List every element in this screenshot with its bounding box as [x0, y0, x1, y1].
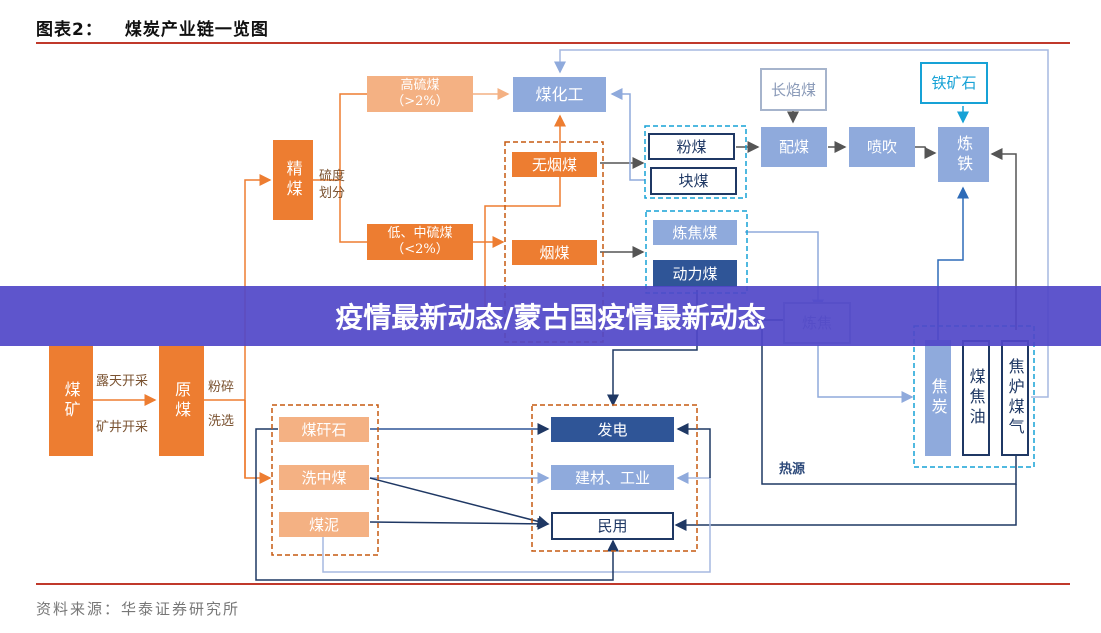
label-sulfur-division-2: 划分 — [319, 186, 346, 201]
node-iron-ore: 铁矿石 — [920, 62, 988, 104]
node-high-sulfur: 高硫煤 （>2%） — [367, 76, 473, 112]
node-long-flame-coal: 长焰煤 — [760, 68, 827, 111]
edge-power-right-loop — [676, 423, 711, 478]
node-power-generation: 发电 — [551, 417, 674, 442]
low-mid-sulfur-pct: （<2%） — [391, 242, 449, 257]
label-open-pit: 露天开采 — [96, 374, 149, 389]
figure-number: 图表2： — [36, 20, 103, 40]
node-thermal-coal: 动力煤 — [653, 260, 737, 287]
label-washing: 洗选 — [208, 414, 235, 429]
node-anthracite: 无烟煤 — [512, 152, 597, 177]
node-coke: 焦炭 — [925, 340, 951, 456]
high-sulfur-pct: （>2%） — [391, 94, 449, 109]
high-sulfur-label: 高硫煤 — [400, 78, 440, 94]
node-ironmaking: 炼铁 — [938, 127, 989, 182]
node-clean-coal: 精煤 — [273, 140, 313, 220]
overlay-banner: 疫情最新动态/蒙古国疫情最新动态 — [0, 286, 1101, 346]
edge-coking-to-products — [817, 345, 914, 403]
edge-lump-to-chem — [610, 88, 645, 181]
edge-coking-coal-to-coking — [745, 231, 824, 312]
label-underground: 矿井开采 — [96, 420, 149, 435]
node-bituminous: 烟煤 — [512, 240, 597, 265]
label-crushing: 粉碎 — [208, 380, 235, 395]
figure-title-text: 煤炭产业链一览图 — [124, 20, 269, 40]
edge-coke-oven-gas-to-coal-chemical — [554, 49, 1049, 398]
label-heat-source: 热源 — [779, 462, 806, 477]
node-building-industry: 建材、工业 — [551, 465, 674, 490]
edge-split-to-clean — [244, 174, 272, 478]
figure-title: 图表2： 煤炭产业链一览图 — [36, 15, 269, 40]
edge-slime-to-civil — [369, 517, 550, 530]
node-coal-chemical: 煤化工 — [513, 77, 606, 112]
edge-clean-to-low — [339, 180, 367, 243]
node-blending: 配煤 — [761, 127, 827, 167]
edge-gas-to-iron — [990, 148, 1017, 330]
edge-gangue-loop-to-civil — [255, 428, 619, 581]
node-coal-mine: 煤矿 — [49, 346, 93, 456]
group-pulverized-lump — [644, 125, 747, 199]
edge-injection-to-iron — [915, 146, 937, 159]
node-coal-gangue: 煤矸石 — [279, 417, 369, 442]
edge-middlings-to-civil — [369, 477, 550, 528]
node-coking-coal: 炼焦煤 — [653, 220, 737, 245]
edge-slime-loop — [322, 472, 711, 573]
node-raw-coal: 原煤 — [159, 346, 204, 456]
edge-split-to-middlings — [244, 400, 272, 484]
node-middlings: 洗中煤 — [279, 465, 369, 490]
bottom-rule — [36, 583, 1070, 585]
edge-gas-to-civil — [674, 484, 1017, 531]
group-consumers — [531, 404, 698, 552]
node-low-mid-sulfur: 低、中硫煤 （<2%） — [367, 224, 473, 260]
top-rule — [36, 42, 1070, 44]
group-byproducts — [271, 404, 379, 556]
node-coal-tar: 煤焦油 — [962, 340, 990, 456]
label-sulfur-division-1: 硫度 — [319, 169, 346, 184]
edge-clean-to-high — [313, 93, 367, 181]
node-injection: 喷吹 — [849, 127, 915, 167]
node-lump-coal: 块煤 — [650, 167, 737, 195]
node-pulverized-coal: 粉煤 — [648, 133, 735, 160]
node-coke-oven-gas: 焦炉煤气 — [1001, 340, 1029, 456]
node-civil-use: 民用 — [551, 512, 674, 540]
source-note: 资料来源：华泰证券研究所 — [36, 600, 241, 618]
node-coal-slime: 煤泥 — [279, 512, 369, 537]
low-mid-sulfur-label: 低、中硫煤 — [387, 226, 453, 242]
